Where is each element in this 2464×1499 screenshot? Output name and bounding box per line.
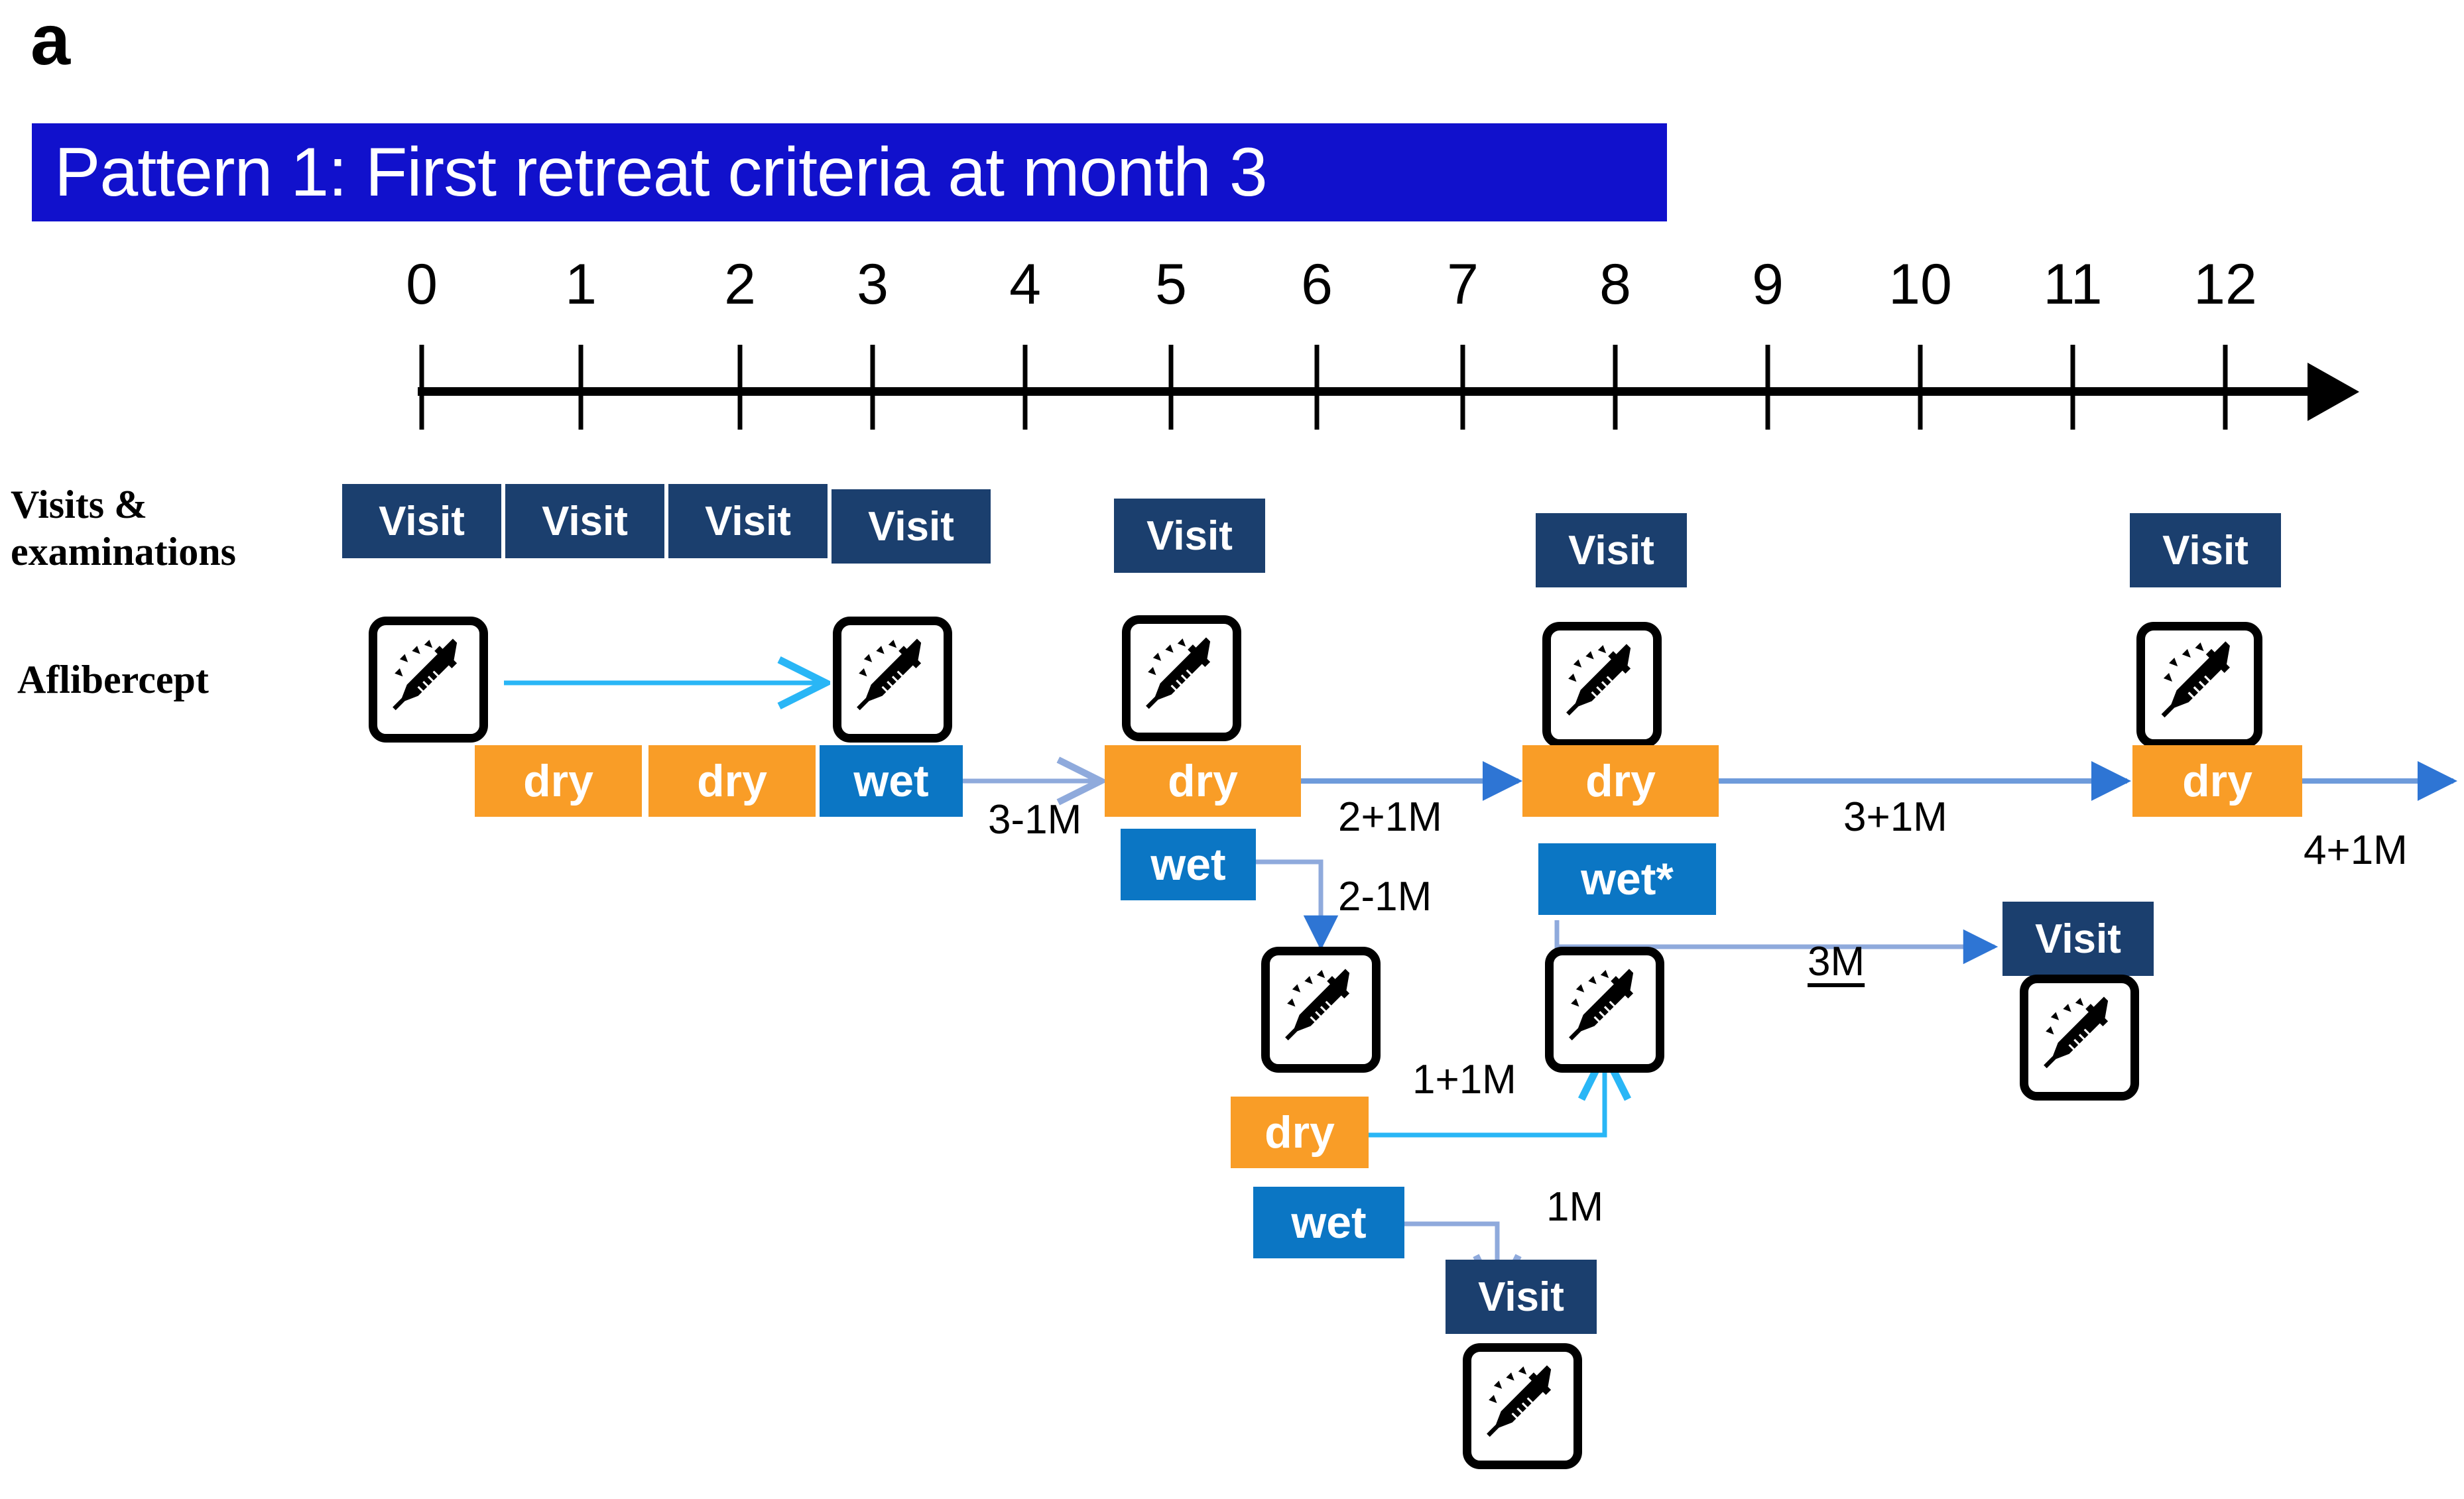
tick-label-11: 11 xyxy=(2043,253,2103,316)
visit-box-month-12[interactable]: Visit xyxy=(2130,513,2281,587)
row-label-aflibercept: Aflibercept xyxy=(17,658,209,701)
tick-label-5: 5 xyxy=(1155,253,1187,316)
visit-box-month-8[interactable]: Visit xyxy=(1536,513,1687,587)
title-banner: Pattern 1: First retreat criteria at mon… xyxy=(32,123,1667,221)
visit-box-branch-3m[interactable]: Visit xyxy=(2002,902,2154,976)
visit-box-month-2[interactable]: Visit xyxy=(668,484,828,558)
tick-label-10: 10 xyxy=(1888,253,1952,316)
state-bar-dry-branch-low[interactable]: dry xyxy=(1231,1097,1369,1168)
row-label-visits-line1: Visits & xyxy=(11,483,148,526)
tick-label-3: 3 xyxy=(857,253,889,316)
visit-box-branch-1m[interactable]: Visit xyxy=(1446,1260,1597,1334)
tick-label-1: 1 xyxy=(565,253,597,316)
syringe-icon-month-3[interactable] xyxy=(833,617,952,743)
axis-line xyxy=(418,387,2331,396)
row-label-visits-line2: examinations xyxy=(11,529,237,573)
visit-box-month-3[interactable]: Visit xyxy=(832,489,991,564)
tick-label-9: 9 xyxy=(1752,253,1784,316)
syringe-icon-branch-1-1m[interactable] xyxy=(1545,947,1664,1073)
syringe-icon-month-0[interactable] xyxy=(369,617,488,743)
state-bar-dry-month-12[interactable]: dry xyxy=(2132,745,2302,817)
edge-label-1plus1m: 1+1M xyxy=(1412,1057,1516,1103)
edge-label-2plus1m: 2+1M xyxy=(1338,794,1442,840)
tick-label-8: 8 xyxy=(1599,253,1631,316)
tick-label-12: 12 xyxy=(2193,253,2257,316)
visit-box-month-5[interactable]: Visit xyxy=(1114,499,1265,573)
timeline-axis xyxy=(0,0,2464,421)
panel-letter: a xyxy=(31,0,71,80)
tick-label-2: 2 xyxy=(724,253,756,316)
syringe-icon-month-8[interactable] xyxy=(1542,622,1662,748)
state-bar-wet-branch-low[interactable]: wet xyxy=(1253,1187,1404,1258)
state-bar-wet-branch-month-5[interactable]: wet xyxy=(1121,829,1256,900)
visit-box-month-0[interactable]: Visit xyxy=(342,484,501,558)
tick-label-4: 4 xyxy=(1009,253,1041,316)
tick-label-7: 7 xyxy=(1447,253,1479,316)
state-bar-dry-1[interactable]: dry xyxy=(475,745,642,817)
arrow-right-icon xyxy=(2308,363,2359,421)
tick-label-0: 0 xyxy=(406,253,438,316)
syringe-icon-branch-3m[interactable] xyxy=(2020,975,2139,1101)
edge-label-3-1m: 3-1M xyxy=(988,797,1082,843)
edge-label-2-1m: 2-1M xyxy=(1338,874,1432,920)
syringe-icon-branch-1m[interactable] xyxy=(1463,1343,1582,1469)
syringe-icon-branch-2-1m[interactable] xyxy=(1261,947,1381,1073)
edge-label-4plus1m: 4+1M xyxy=(2304,827,2408,873)
syringe-icon-month-12[interactable] xyxy=(2136,622,2262,748)
state-bar-dry-month-5[interactable]: dry xyxy=(1105,745,1301,817)
tick-label-6: 6 xyxy=(1301,253,1333,316)
state-bar-wet-star-branch-month-8[interactable]: wet* xyxy=(1538,843,1716,915)
edge-label-1m: 1M xyxy=(1546,1184,1604,1230)
row-label-visits: Visits & examinations xyxy=(11,481,236,575)
state-bar-wet-month-3[interactable]: wet xyxy=(820,745,963,817)
state-bar-dry-month-8[interactable]: dry xyxy=(1522,745,1719,817)
state-bar-dry-2[interactable]: dry xyxy=(648,745,816,817)
edge-label-3plus1m: 3+1M xyxy=(1843,794,1947,840)
edge-label-3m: 3M xyxy=(1808,939,1865,985)
visit-box-month-1[interactable]: Visit xyxy=(505,484,664,558)
page-title: Pattern 1: First retreat criteria at mon… xyxy=(54,134,1268,211)
syringe-icon-month-5[interactable] xyxy=(1122,615,1241,741)
